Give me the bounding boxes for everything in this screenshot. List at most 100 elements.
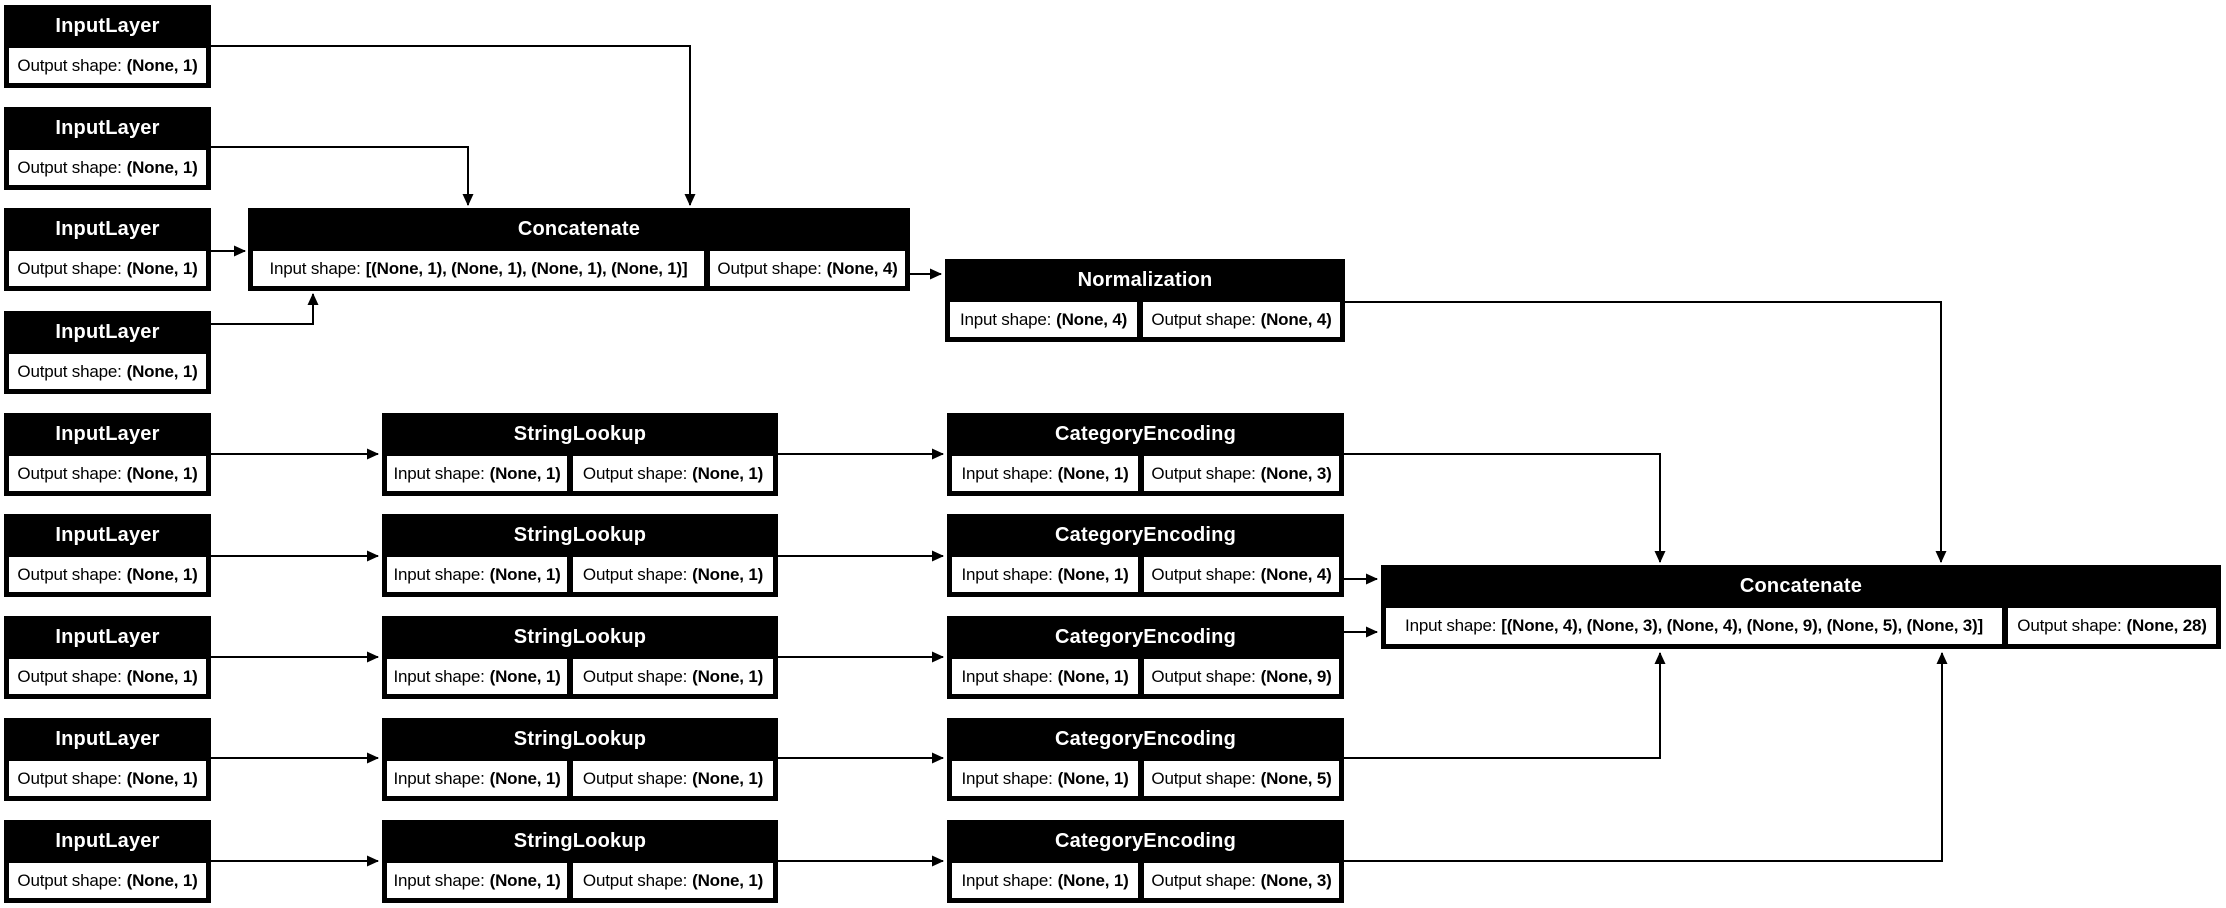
input-shape-cell: Input shape:(None, 1) (387, 863, 567, 898)
output-shape-cell: Output shape:(None, 4) (1144, 557, 1339, 592)
shape-label: Input shape: (393, 463, 485, 483)
layer-title: InputLayer (55, 830, 160, 852)
input-shape-cell: Input shape:(None, 1) (387, 557, 567, 592)
layer-title: InputLayer (55, 321, 160, 343)
output-shape-cell: Output shape:(None, 1) (9, 761, 206, 796)
output-shape-cell: Output shape:(None, 1) (9, 456, 206, 491)
shape-label: Input shape: (959, 309, 1052, 329)
shape-label: Output shape: (1151, 463, 1256, 483)
shape-value: (None, 1) (692, 666, 764, 686)
node-categoryencoding-3: CategoryEncoding Input shape:(None, 1) O… (947, 616, 1344, 699)
shape-value: (None, 1) (126, 666, 198, 686)
shape-value: (None, 1) (126, 55, 198, 75)
layer-title: InputLayer (55, 626, 160, 648)
layer-title: InputLayer (55, 218, 160, 240)
shape-value: (None, 1) (489, 870, 561, 890)
output-shape-cell: Output shape:(None, 1) (9, 354, 206, 389)
output-shape-cell: Output shape:(None, 1) (573, 863, 773, 898)
shape-value: (None, 1) (126, 564, 198, 584)
shape-value: (None, 1) (1057, 463, 1129, 483)
layer-title: StringLookup (513, 524, 647, 546)
shape-value: (None, 1) (1057, 768, 1129, 788)
node-inputlayer-7: InputLayer Output shape:(None, 1) (4, 616, 211, 699)
shape-label: Output shape: (582, 463, 688, 483)
edge-categoryencoding-4-concatenate-2 (1344, 652, 1666, 759)
output-shape-cell: Output shape:(None, 3) (1144, 456, 1339, 491)
shape-value: (None, 1) (692, 768, 764, 788)
shape-label: Output shape: (717, 258, 822, 278)
layer-title: CategoryEncoding (1055, 728, 1236, 750)
node-normalization: Normalization Input shape:(None, 4) Outp… (945, 259, 1345, 342)
layer-title: StringLookup (513, 728, 647, 750)
shape-label: Input shape: (961, 463, 1053, 483)
shape-label: Input shape: (393, 564, 485, 584)
shape-value: (None, 1) (1057, 666, 1129, 686)
shape-value: (None, 1) (126, 870, 198, 890)
layer-title: StringLookup (513, 830, 647, 852)
layer-title: StringLookup (513, 423, 647, 445)
node-inputlayer-1: InputLayer Output shape:(None, 1) (4, 5, 211, 88)
input-shape-cell: Input shape:(None, 1) (387, 761, 567, 796)
node-stringlookup-2: StringLookup Input shape:(None, 1) Outpu… (382, 514, 778, 597)
output-shape-cell: Output shape:(None, 1) (9, 251, 206, 286)
shape-label: Input shape: (961, 870, 1053, 890)
output-shape-cell: Output shape:(None, 4) (710, 251, 905, 286)
shape-label: Output shape: (17, 870, 122, 890)
shape-value: (None, 1) (126, 157, 198, 177)
shape-label: Output shape: (2017, 616, 2122, 635)
layer-title: InputLayer (55, 117, 160, 139)
shape-label: Input shape: (961, 768, 1053, 788)
shape-value: (None, 1) (692, 564, 764, 584)
input-shape-cell: Input shape:(None, 1) (952, 557, 1138, 592)
input-shape-cell: Input shape:(None, 1) (952, 456, 1138, 491)
node-concatenate-2: Concatenate Input shape:[(None, 4), (Non… (1381, 565, 2221, 649)
shape-value: (None, 1) (126, 768, 198, 788)
edge-inputlayer-2-concatenate-1 (211, 146, 474, 206)
edge-inputlayer-4-concatenate-1 (211, 293, 319, 325)
shape-label: Input shape: (393, 768, 485, 788)
shape-label: Output shape: (1151, 666, 1256, 686)
shape-label: Output shape: (582, 870, 688, 890)
shape-value: (None, 4) (1260, 309, 1332, 329)
node-categoryencoding-5: CategoryEncoding Input shape:(None, 1) O… (947, 820, 1344, 903)
shape-value: (None, 1) (692, 870, 764, 890)
output-shape-cell: Output shape:(None, 1) (573, 659, 773, 694)
node-inputlayer-3: InputLayer Output shape:(None, 1) (4, 208, 211, 291)
node-stringlookup-1: StringLookup Input shape:(None, 1) Outpu… (382, 413, 778, 496)
output-shape-cell: Output shape:(None, 1) (573, 456, 773, 491)
shape-label: Output shape: (17, 666, 122, 686)
shape-label: Input shape: (393, 870, 485, 890)
shape-label: Output shape: (1151, 309, 1256, 329)
node-inputlayer-2: InputLayer Output shape:(None, 1) (4, 107, 211, 190)
layer-title: CategoryEncoding (1055, 626, 1236, 648)
shape-label: Output shape: (1151, 564, 1256, 584)
shape-value: (None, 1) (126, 361, 198, 381)
shape-value: (None, 4) (826, 258, 898, 278)
node-inputlayer-4: InputLayer Output shape:(None, 1) (4, 311, 211, 394)
node-categoryencoding-1: CategoryEncoding Input shape:(None, 1) O… (947, 413, 1344, 496)
output-shape-cell: Output shape:(None, 1) (573, 761, 773, 796)
layer-title: InputLayer (55, 728, 160, 750)
output-shape-cell: Output shape:(None, 28) (2008, 608, 2216, 644)
shape-value: (None, 3) (1260, 463, 1332, 483)
shape-label: Input shape: (961, 666, 1053, 686)
shape-label: Input shape: (269, 258, 361, 278)
shape-value: (None, 1) (489, 768, 561, 788)
edge-normalization-concatenate-2 (1345, 301, 1947, 563)
edge-inputlayer-1-concatenate-1 (211, 45, 696, 206)
node-categoryencoding-4: CategoryEncoding Input shape:(None, 1) O… (947, 718, 1344, 801)
node-stringlookup-5: StringLookup Input shape:(None, 1) Outpu… (382, 820, 778, 903)
shape-value: (None, 1) (1057, 870, 1129, 890)
output-shape-cell: Output shape:(None, 1) (573, 557, 773, 592)
output-shape-cell: Output shape:(None, 1) (9, 557, 206, 592)
input-shape-cell: Input shape:(None, 1) (952, 659, 1138, 694)
shape-value: (None, 4) (1260, 564, 1332, 584)
shape-value: (None, 5) (1260, 768, 1332, 788)
shape-label: Output shape: (17, 768, 122, 788)
shape-value: (None, 1) (489, 463, 561, 483)
layer-title: InputLayer (55, 524, 160, 546)
shape-label: Input shape: (961, 564, 1053, 584)
node-inputlayer-5: InputLayer Output shape:(None, 1) (4, 413, 211, 496)
shape-value: (None, 1) (1057, 564, 1129, 584)
